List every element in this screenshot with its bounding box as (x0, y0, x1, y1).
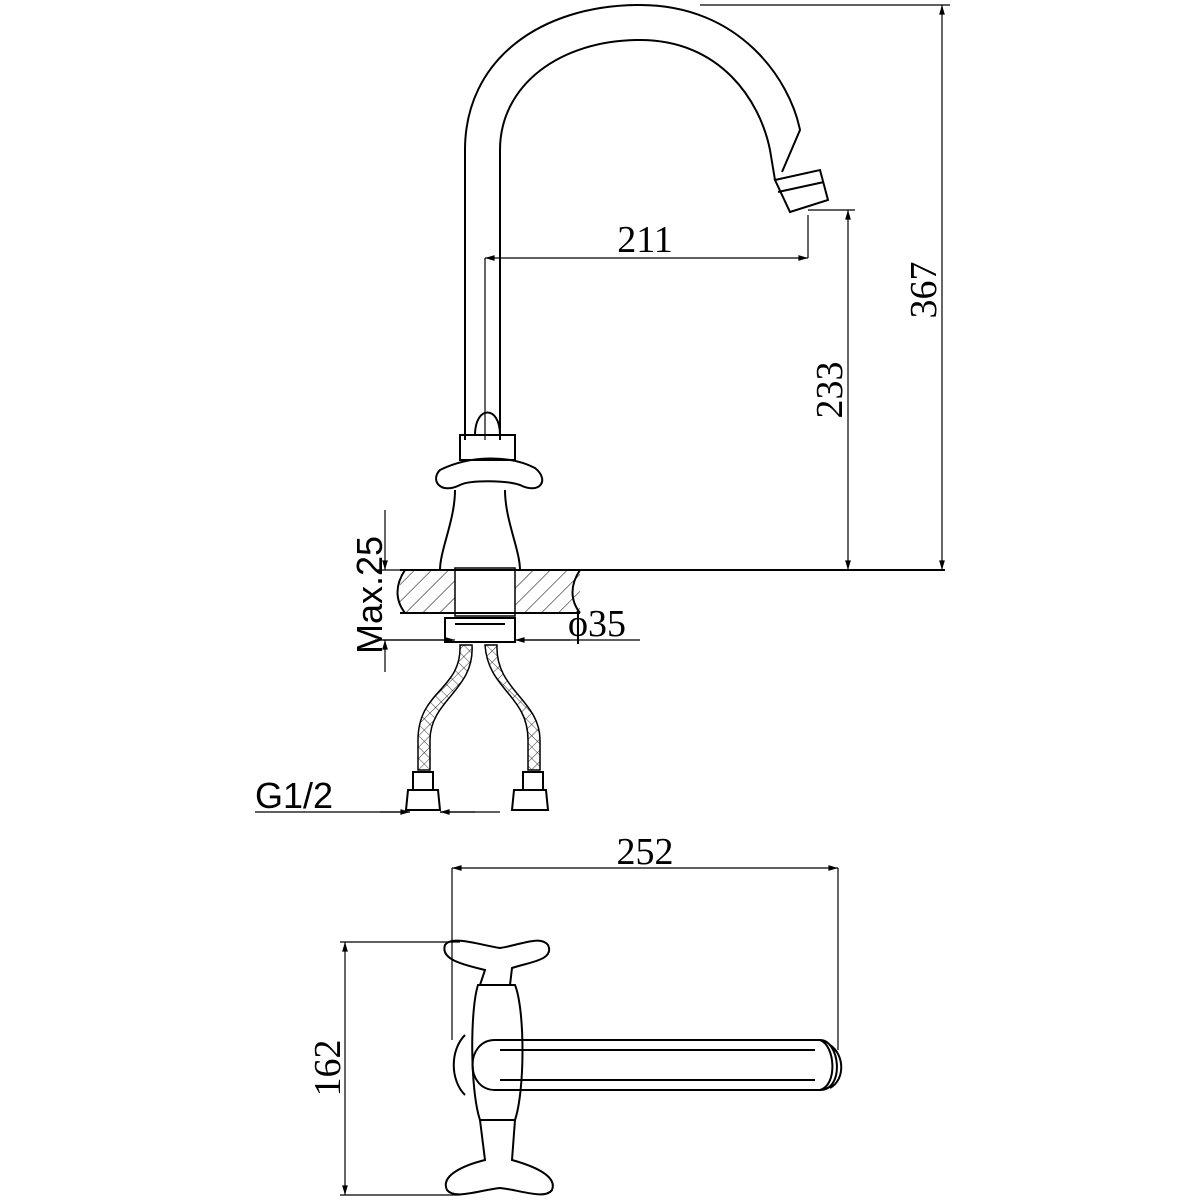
dim-label-thread: G1/2 (255, 775, 333, 816)
spout-outer (464, 3, 802, 440)
mounting-nut (444, 617, 516, 643)
side-view: 211 233 367 Max.25 ϕ35 G1/2 (255, 3, 950, 816)
dim-label-diameter: ϕ35 (568, 603, 626, 645)
dim-label-211: 211 (617, 219, 673, 261)
dim-label-233: 233 (809, 362, 851, 419)
dim-label-162: 162 (307, 1040, 349, 1097)
top-spout (471, 1039, 843, 1091)
bottom-handle (444, 1119, 554, 1196)
dim-label-252: 252 (617, 831, 674, 873)
spout-inner (499, 38, 776, 440)
dim-label-max25: Max.25 (349, 536, 390, 654)
hose-left (417, 644, 473, 771)
nozzle (773, 168, 830, 214)
dim-label-367: 367 (903, 262, 945, 319)
top-handle (443, 939, 551, 986)
body (438, 489, 522, 571)
handle (435, 411, 544, 490)
hose-right (484, 644, 541, 771)
top-view: 252 162 (307, 831, 843, 1196)
top-body (452, 984, 524, 1121)
